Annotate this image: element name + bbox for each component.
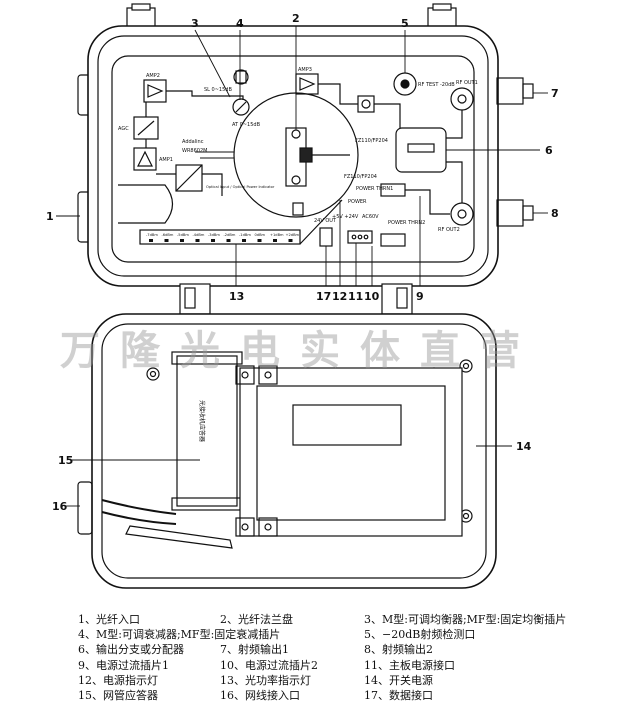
legend-row: 9、电源过流插片1 10、电源过流插片2 11、主板电源接口	[78, 657, 618, 672]
legend-item: 14、开关电源	[364, 673, 433, 687]
callout-1: 1	[46, 210, 54, 223]
meter-led	[149, 239, 153, 242]
meter-led	[242, 239, 246, 242]
callout-2: 2	[292, 12, 300, 25]
label-model: WR8602M	[182, 148, 207, 154]
callout-3: 3	[191, 17, 199, 30]
oe-block	[175, 164, 203, 192]
callout-15: 15	[58, 454, 73, 467]
label-brand: Addalinc	[182, 139, 204, 145]
label-rf-out2: RF OUT2	[438, 227, 460, 233]
callout-11: 11	[348, 290, 363, 303]
legend-item: 6、输出分支或分配器	[78, 643, 184, 657]
legend-item: 15、网管应答器	[78, 688, 158, 702]
meter-label: -3dBm	[208, 233, 220, 237]
amp1-block	[133, 147, 157, 171]
callout-6: 6	[545, 144, 553, 157]
label-amp3: AMP3	[298, 67, 312, 73]
callout-12: 12	[332, 290, 347, 303]
legend-item: 11、主板电源接口	[364, 658, 455, 672]
meter-label: -7dBm	[146, 233, 158, 237]
optical-power-meter: -7dBm -6dBm-5dBm -4dBm-3dBm -2dBm-1dBm 0dBm +…	[146, 233, 300, 242]
meter-led	[288, 239, 293, 242]
meter-label: -2dBm	[224, 233, 236, 237]
label-rf-out1: RF OUT1	[456, 80, 478, 86]
meter-label: -5dBm	[177, 233, 189, 237]
meter-label: -1dBm	[239, 233, 251, 237]
label-power-thrn1: POWER THRN1	[356, 186, 393, 192]
legend-item: 9、电源过流插片1	[78, 658, 169, 672]
label-power: POWER	[348, 199, 367, 205]
legend-item: 16、网线接入口	[220, 688, 300, 702]
label-at: AT 0~15dB	[232, 122, 261, 128]
label-transponder: 光接收机应答器	[198, 400, 206, 442]
label-agc: AGC	[118, 126, 129, 132]
legend-row: 15、网管应答器 16、网线接入口 17、数据接口	[78, 687, 618, 702]
meter-led	[211, 239, 215, 242]
meter-led	[257, 239, 262, 242]
label-fz-top: FZ110/FP204	[355, 138, 388, 144]
meter-led	[195, 239, 200, 242]
watermark: 万隆光电实体直营	[60, 327, 540, 374]
legend-item: 3、M型:可调均衡器;MF型:固定均衡插片	[364, 613, 567, 626]
meter-led	[226, 239, 231, 242]
label-amp2: AMP2	[146, 73, 160, 79]
label-amp1: AMP1	[159, 157, 173, 163]
legend-row: 12、电源指示灯 13、光功率指示灯 14、开关电源	[78, 672, 618, 687]
legend-row: 1、光纤入口 2、光纤法兰盘 3、M型:可调均衡器;MF型:固定均衡插片	[78, 611, 618, 626]
meter-label: +2dBm	[286, 233, 300, 237]
legend-row: 4、M型:可调衰减器;MF型:固定衰减插片 5、−20dB射频检测口	[78, 626, 618, 641]
meter-led	[164, 239, 169, 242]
legend-item: 12、电源指示灯	[78, 673, 158, 687]
label-sl: SL 0~15dB	[204, 87, 232, 93]
legend-row: 6、输出分支或分配器 7、射频输出1 8、射频输出2	[78, 641, 618, 656]
callout-5: 5	[401, 17, 409, 30]
label-fz-bottom: FZ110/FP204	[344, 174, 377, 180]
callout-16: 16	[52, 500, 68, 513]
meter-label: -6dBm	[162, 233, 174, 237]
power-supply	[239, 367, 463, 537]
callout-7: 7	[551, 87, 559, 100]
label-24v-out: 24V OUT	[314, 218, 337, 224]
legend-item: 5、−20dB射频检测口	[364, 628, 476, 642]
legend-item: 7、射频输出1	[220, 643, 289, 657]
legend-item: 17、数据接口	[364, 688, 433, 702]
power-header	[347, 230, 373, 244]
label-power-thrn2: POWER THRN2	[388, 220, 425, 226]
label-optical: Optical Input / Optical Power Indicator	[206, 185, 275, 189]
sl-knob	[233, 69, 249, 85]
callout-4: 4	[236, 17, 244, 30]
legend-item: 13、光功率指示灯	[220, 673, 311, 687]
callout-14: 14	[516, 440, 532, 453]
callout-9: 9	[416, 290, 424, 303]
legend-item: 10、电源过流插片2	[220, 658, 318, 672]
callout-8: 8	[551, 207, 559, 220]
label-ac60v: AC60V	[362, 214, 379, 220]
label-5v24v: +5V +24V	[332, 214, 359, 220]
callout-17: 17	[316, 290, 331, 303]
device-diagram: 1 2 3 4 5 6 7 8 9 10 11 12 17 13 14 15 1…	[46, 3, 559, 589]
legend-item: 2、光纤法兰盘	[220, 613, 293, 626]
transponder-module	[176, 355, 238, 507]
callout-10: 10	[364, 290, 380, 303]
label-rf-test: RF TEST -20dB	[418, 82, 455, 88]
meter-label: +1dBm	[270, 233, 284, 237]
callout-13: 13	[229, 290, 244, 303]
meter-led	[273, 239, 277, 242]
at-knob	[232, 98, 250, 116]
legend-item: 4、M型:可调衰减器;MF型:固定衰减插片	[78, 628, 281, 642]
legend-item: 1、光纤入口	[78, 613, 140, 626]
legend-item: 8、射频输出2	[364, 643, 433, 657]
meter-led	[180, 239, 184, 242]
meter-label: 0dBm	[255, 233, 266, 237]
meter-label: -4dBm	[193, 233, 205, 237]
power-thrn2-slot	[380, 233, 406, 247]
